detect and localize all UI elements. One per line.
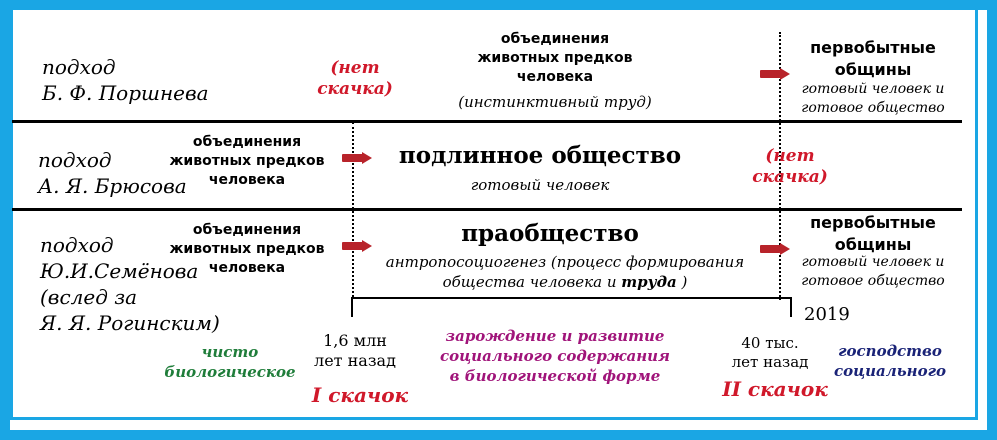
row2-true-society: подлинное общество [398,142,682,169]
label-40-kya: 40 тыс. лет назад [731,334,809,371]
row3-anthropo-end: ) [676,273,688,291]
dotted-line-1-6-mya [352,122,354,297]
timeline-tick-right [790,297,792,317]
row1-ready: готовый человек и готовое общество [801,81,945,116]
row3-approach: подход Ю.И.Семёнова (вслед за Я. Я. Роги… [40,233,220,335]
row2-ready-human: готовый человек [470,176,610,194]
row2-animal-unions: объединения животных предков человека [169,134,325,188]
row2-no-jump: (нет скачка) [752,146,828,187]
label-jump-1: I скачок [311,383,409,407]
row3-animal-unions: объединения животных предков человека [169,222,325,276]
row1-approach: подход Б. Ф. Поршнева [42,55,209,105]
row3-proto-society: праобщество [461,220,639,247]
dotted-line-40-kya [779,32,781,300]
separator-top [12,120,962,123]
row1-no-jump: (нет скачка) [317,58,393,99]
row3-arrow-icon-1 [342,240,372,252]
row3-anthropo-text: общества человека и [442,273,622,291]
row1-primitive: первобытные общины [810,38,936,79]
row3-arrow-icon-2 [760,243,790,255]
row3-anthropo-line-1: антропосоциогенез (процесс формирования [385,253,745,271]
row3-primitive: первобытные общины [810,213,936,254]
label-pure-bio: чисто биологическое [164,343,296,381]
row3-anthropo-line-2: общества человека и труда ) [365,273,765,291]
row2-arrow-icon [342,152,372,164]
row3-labor: труда [621,273,677,291]
label-jump-2: II скачок [722,377,828,401]
label-1-6-mya: 1,6 млн лет назад [314,331,396,370]
inner-frame [10,10,978,420]
timeline-year: 2019 [804,304,850,325]
row2-approach: подход А. Я. Брюсова [38,148,187,198]
separator-middle [12,208,962,211]
label-origin: зарождение и развитие социального содерж… [440,327,670,385]
row1-instinct-labor: (инстинктивный труд) [458,93,652,111]
row3-ready: готовый человек и готовое общество [801,254,945,289]
row1-arrow-icon [760,68,790,80]
label-dominance: господство социального [833,342,947,380]
timeline-bar [352,297,792,299]
timeline-tick-left [351,297,353,317]
row1-animal-unions: объединения животных предков человека [477,31,633,85]
